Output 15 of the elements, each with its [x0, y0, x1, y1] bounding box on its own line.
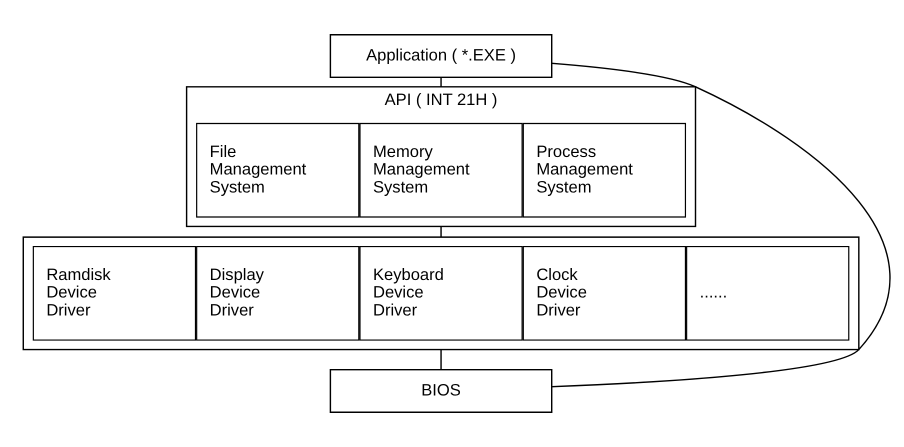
connector [440, 226, 442, 238]
node-box: Application ( *.EXE ) [330, 34, 552, 78]
node-box: BIOS [330, 368, 552, 413]
node-box: Keyboard Device Driver [359, 246, 523, 341]
connector [440, 78, 442, 87]
node-box: Display Device Driver [196, 246, 360, 341]
connector [440, 350, 442, 370]
node-box: Memory Management System [359, 122, 523, 218]
cluster [22, 236, 860, 350]
node-box: Process Management System [522, 122, 686, 218]
node-box: ...... [686, 246, 850, 341]
node-box: File Management System [196, 122, 360, 218]
node-box: Clock Device Driver [522, 246, 686, 341]
connector [552, 62, 890, 388]
node-box: Ramdisk Device Driver [32, 246, 196, 341]
